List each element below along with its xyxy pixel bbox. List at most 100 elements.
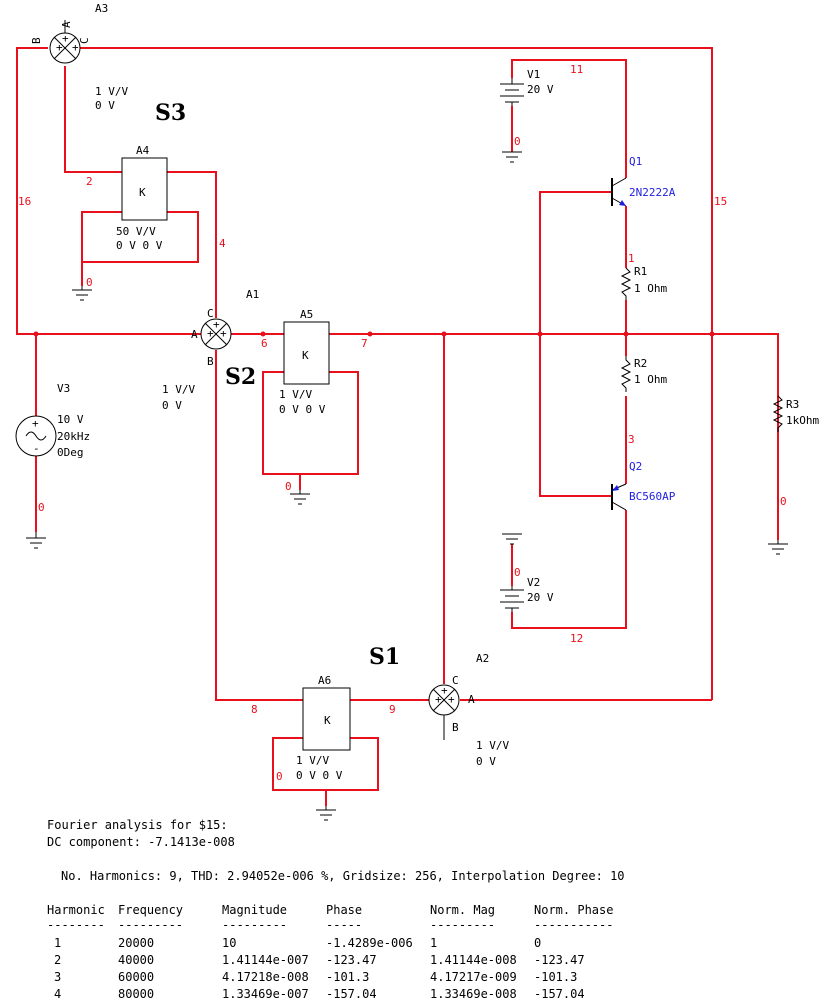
r3-ref: R3 [786, 398, 799, 411]
header-norm-mag: Norm. Mag [430, 903, 495, 917]
a2-pin-b: B [452, 721, 459, 734]
sep-magnitude: --------- [222, 918, 287, 932]
a1-gain: 1 V/V [162, 383, 195, 396]
svg-text:+: + [441, 684, 448, 697]
q1-model: 2N2222A [629, 186, 676, 199]
cell-magnitude: 10 [222, 936, 236, 950]
a2-offset: 0 V [476, 755, 496, 768]
header-norm-phase: Norm. Phase [534, 903, 613, 917]
a2-pin-a: A [468, 693, 475, 706]
section-s3: S3 [155, 100, 186, 126]
sep-norm-phase: ----------- [534, 918, 613, 932]
cell-phase: -123.47 [326, 953, 377, 967]
multiplier-a2: + + + [428, 684, 460, 740]
a3-pin-b: B [30, 37, 43, 44]
svg-text:+: + [220, 327, 227, 340]
a3-pin-a: A [60, 21, 73, 28]
node-16: 16 [18, 195, 31, 208]
cell-magnitude: 1.33469e-007 [222, 987, 309, 1000]
resistor-r1 [620, 267, 632, 300]
ground-symbols [26, 151, 788, 821]
fourier-dc: DC component: -7.1413e-008 [47, 835, 235, 849]
fourier-output: Fourier analysis for $15: DC component: … [47, 818, 625, 1000]
cell-magnitude: 1.41144e-007 [222, 953, 309, 967]
a4-k: K [139, 186, 146, 199]
table-row: 1 20000 10 -1.4289e-006 1 0 [54, 936, 541, 950]
cell-harmonic: 4 [54, 987, 61, 1000]
transistor-q2 [611, 483, 627, 511]
cell-norm-phase: 0 [534, 936, 541, 950]
node-0-v2: 0 [514, 566, 521, 579]
cell-norm-phase: -123.47 [534, 953, 585, 967]
a1-pin-b: B [207, 355, 214, 368]
node-0-v1: 0 [514, 135, 521, 148]
svg-text:+: + [448, 693, 455, 706]
header-frequency: Frequency [118, 903, 183, 917]
section-s2: S2 [225, 364, 256, 390]
a3-offset: 0 V [95, 99, 115, 112]
node-labels: 11 0 15 16 2 4 0 1 6 7 3 0 0 0 0 12 8 9 … [18, 63, 787, 783]
svg-text:+: + [56, 41, 63, 54]
fourier-title: Fourier analysis for $15: [47, 818, 228, 832]
wires [16, 47, 779, 806]
a5-gain: 1 V/V [279, 388, 312, 401]
node-15: 15 [714, 195, 727, 208]
svg-text:+: + [62, 32, 69, 45]
a2-pin-c: C [452, 674, 459, 687]
cell-norm-phase: -101.3 [534, 970, 577, 984]
cell-norm-mag: 1.41144e-008 [430, 953, 517, 967]
cell-magnitude: 4.17218e-008 [222, 970, 309, 984]
a3-ref: A3 [95, 2, 108, 15]
header-magnitude: Magnitude [222, 903, 287, 917]
ac-source-v3: + - [15, 415, 57, 457]
table-row: 2 40000 1.41144e-007 -123.47 1.41144e-00… [54, 953, 585, 967]
a5-k: K [302, 349, 309, 362]
block-a5 [283, 321, 330, 385]
v2-value: 20 V [527, 591, 554, 604]
table-row: 3 60000 4.17218e-008 -101.3 4.17217e-009… [54, 970, 577, 984]
block-a6 [302, 687, 351, 751]
a6-ref: A6 [318, 674, 331, 687]
cell-norm-mag: 1.33469e-008 [430, 987, 517, 1000]
block-a4 [121, 157, 168, 221]
node-1: 1 [628, 252, 635, 265]
node-0-a5: 0 [285, 480, 292, 493]
a1-offset: 0 V [162, 399, 182, 412]
sep-phase: ----- [326, 918, 362, 932]
sep-harmonic: -------- [47, 918, 105, 932]
node-0-r3: 0 [780, 495, 787, 508]
r1-ref: R1 [634, 265, 647, 278]
table-row: 4 80000 1.33469e-007 -157.04 1.33469e-00… [54, 987, 585, 1000]
r1-value: 1 Ohm [634, 282, 667, 295]
section-s1: S1 [369, 644, 400, 670]
sep-frequency: --------- [118, 918, 183, 932]
node-7: 7 [361, 337, 368, 350]
cell-norm-mag: 1 [430, 936, 437, 950]
a4-offset: 0 V 0 V [116, 239, 163, 252]
a5-offset: 0 V 0 V [279, 403, 326, 416]
cell-phase: -1.4289e-006 [326, 936, 413, 950]
r2-value: 1 Ohm [634, 373, 667, 386]
battery-v1 [500, 78, 524, 106]
a3-gain: 1 V/V [95, 85, 128, 98]
cell-harmonic: 2 [54, 953, 61, 967]
v3-value: 10 V [57, 413, 84, 426]
node-12: 12 [570, 632, 583, 645]
node-8: 8 [251, 703, 258, 716]
svg-text:+: + [32, 417, 39, 430]
svg-text:+: + [207, 327, 214, 340]
cell-norm-mag: 4.17217e-009 [430, 970, 517, 984]
node-6: 6 [261, 337, 268, 350]
a1-pin-a: A [191, 328, 198, 341]
r2-ref: R2 [634, 357, 647, 370]
cell-frequency: 40000 [118, 953, 154, 967]
cell-norm-phase: -157.04 [534, 987, 585, 1000]
cell-frequency: 60000 [118, 970, 154, 984]
sep-norm-mag: --------- [430, 918, 495, 932]
transistor-q1 [611, 177, 627, 207]
resistor-r3 [772, 395, 784, 432]
header-phase: Phase [326, 903, 362, 917]
a6-gain: 1 V/V [296, 754, 329, 767]
node-3: 3 [628, 433, 635, 446]
